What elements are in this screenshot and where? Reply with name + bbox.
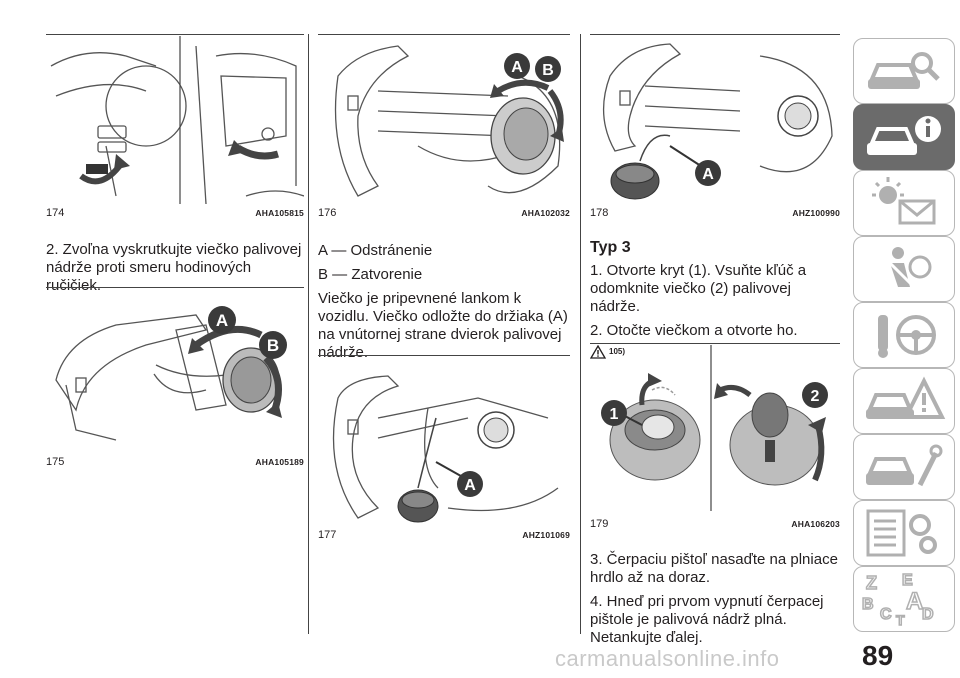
svg-text:C: C (880, 606, 892, 623)
figure-code: AHA105815 (255, 208, 304, 218)
list-gear-icon (866, 509, 937, 557)
type3-step-2: 2. Otočte viečkom a otvorte ho. (590, 322, 798, 339)
figure-175-caption: 175 AHA105189 (46, 456, 304, 468)
figure-174-caption: 174 AHA105815 (46, 207, 304, 219)
callout-b: B (542, 62, 554, 79)
callout-a: A (464, 477, 476, 494)
car-search-icon (868, 52, 940, 89)
column-divider (308, 34, 309, 634)
callout-a: A (702, 166, 714, 183)
figure-177-illustration: A (332, 375, 559, 523)
figure-code: AHA102032 (521, 208, 570, 218)
svg-text:D: D (922, 606, 934, 623)
column-divider (580, 34, 581, 634)
warning-triangle-icon (590, 345, 606, 359)
svg-text:A: A (906, 588, 923, 615)
seatbelt-airbag-icon (886, 247, 932, 287)
figure-code: AHZ101069 (522, 530, 570, 540)
tab-car-search[interactable] (853, 38, 955, 104)
warning-ref-number: 105) (609, 347, 626, 356)
type3-step-4: 4. Hneď pri prvom vypnutí čerpacej pišto… (590, 593, 824, 646)
col3-text-bottom: 3. Čerpaciu pištoľ nasaďte na plniace hr… (590, 551, 842, 653)
callout-b: B (267, 336, 279, 355)
figure-175-top-rule (46, 287, 304, 288)
watermark: carmanualsonline.info (555, 646, 780, 671)
callout-a: A (216, 311, 228, 330)
col3-text-top: Typ 3 1. Otvorte kryt (1). Vsuňte kľúč a… (590, 239, 842, 361)
type3-step-3: 3. Čerpaciu pištoľ nasaďte na plniace hr… (590, 551, 838, 586)
figure-number: 179 (590, 518, 609, 530)
figure-178-top-rule (590, 34, 840, 35)
figure-number: 174 (46, 207, 65, 219)
figure-code: AHZ100990 (792, 208, 840, 218)
car-info-icon (867, 116, 941, 155)
figure-177-caption: 177 AHZ101069 (318, 529, 570, 541)
figure-176-top-rule (318, 34, 570, 35)
tab-maintenance[interactable] (853, 434, 955, 500)
warning-reference: 105) (590, 343, 842, 361)
warning-light-message-icon (872, 177, 936, 225)
svg-text:T: T (896, 612, 905, 628)
figure-174-illustration (50, 36, 304, 204)
col1-text: 2. Zvoľna vyskrutkujte viečko palivovej … (46, 241, 308, 301)
tab-safety[interactable] (853, 236, 955, 302)
legend-a: A — Odstránenie (318, 242, 433, 259)
tab-technical-data[interactable] (853, 500, 955, 566)
tab-warning-lights[interactable] (853, 170, 955, 236)
figure-174-top-rule (46, 34, 304, 35)
callout-1: 1 (610, 406, 619, 423)
svg-text:E: E (902, 572, 913, 589)
figure-code: AHA106203 (791, 519, 840, 529)
figure-179-top-rule (590, 343, 840, 344)
holder-paragraph: Viečko je pripevnené lankom k vozidlu. V… (318, 290, 568, 361)
key-steering-wheel-icon (878, 315, 936, 358)
figure-178-illustration: A (602, 43, 833, 200)
car-wrench-icon (866, 444, 943, 487)
figure-number: 176 (318, 207, 337, 219)
figure-176-illustration: A B (334, 45, 564, 197)
col2-text: A — Odstránenie B — Zatvorenie Viečko je… (318, 242, 574, 368)
svg-text:B: B (862, 596, 874, 613)
alphabet-index-icon: Z E B A C D T (861, 571, 934, 629)
tab-index[interactable]: Z E B A C D T (853, 566, 955, 632)
tab-starting-driving[interactable] (853, 302, 955, 368)
figure-number: 175 (46, 456, 65, 468)
figure-179-illustration: 1 2 (601, 345, 828, 511)
figure-176-caption: 176 AHA102032 (318, 207, 570, 219)
svg-text:Z: Z (866, 573, 877, 593)
section-heading: Typ 3 (590, 239, 631, 256)
figure-number: 177 (318, 529, 337, 541)
figure-number: 178 (590, 207, 609, 219)
page-number: 89 (862, 640, 894, 671)
legend-b: B — Zatvorenie (318, 266, 423, 283)
figure-177-top-rule (318, 355, 570, 356)
tab-car-info[interactable] (853, 104, 955, 170)
type3-step-1: 1. Otvorte kryt (1). Vsuňte kľúč a odomk… (590, 262, 807, 315)
step-2-text: 2. Zvoľna vyskrutkujte viečko palivovej … (46, 241, 302, 294)
figure-code: AHA105189 (255, 457, 304, 467)
callout-a: A (511, 59, 523, 76)
callout-2: 2 (811, 388, 820, 405)
figure-178-caption: 178 AHZ100990 (590, 207, 840, 219)
car-warning-triangle-icon (866, 376, 946, 419)
tab-emergency[interactable] (853, 368, 955, 434)
figure-179-caption: 179 AHA106203 (590, 518, 840, 530)
figure-175-illustration: A B (55, 306, 287, 441)
